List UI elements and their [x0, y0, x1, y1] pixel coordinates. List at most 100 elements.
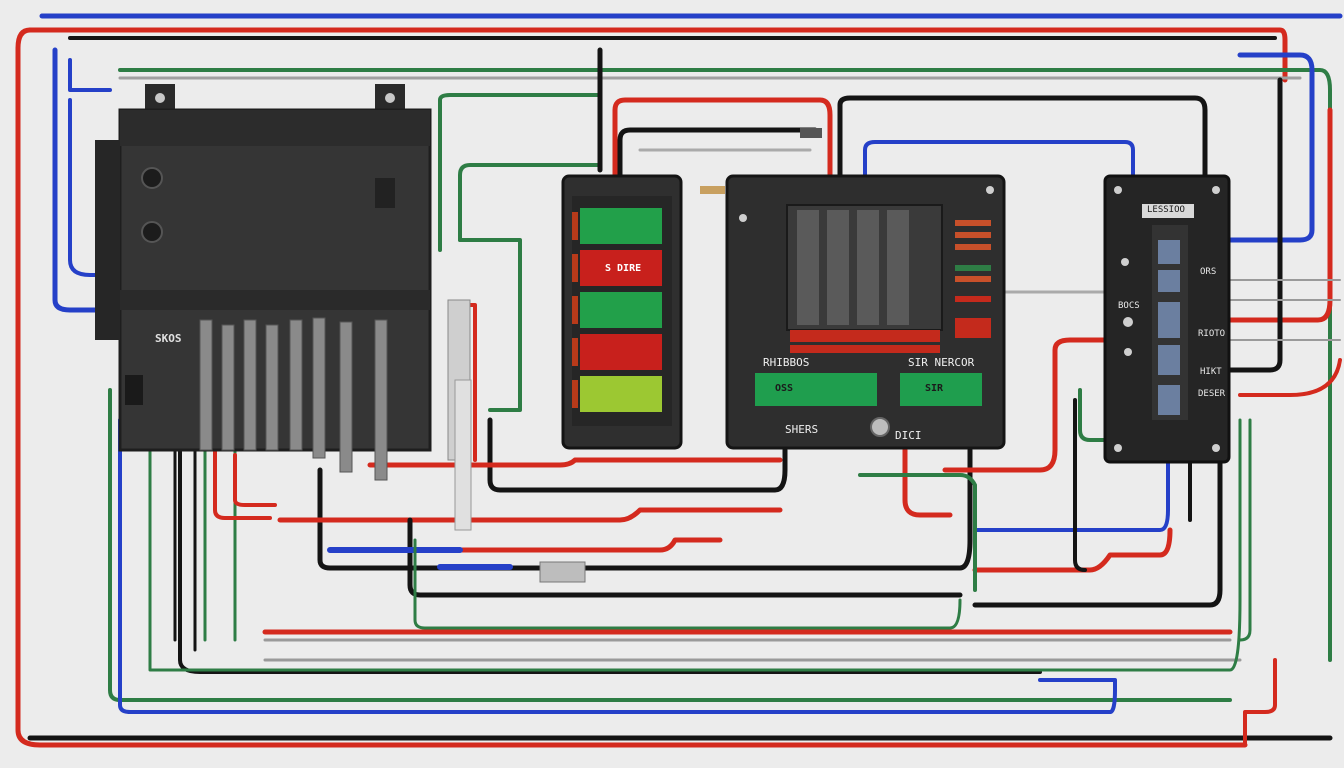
- wire-green-mid-2: [458, 163, 602, 242]
- meter-bar-green: [580, 292, 662, 328]
- meter-bar-marker: [572, 254, 578, 282]
- wire-blue-panel-right: [973, 458, 1170, 532]
- center-meter: [561, 174, 683, 450]
- main-control-panel: [725, 174, 1006, 450]
- main-panel-sub-left: SHERS: [785, 423, 819, 436]
- wire-blue-under: [327, 547, 513, 570]
- wire-red-under-2: [277, 507, 783, 523]
- meter-bar-red: [580, 334, 662, 370]
- right-module-screw-tr: [1212, 186, 1220, 194]
- left-module-bracket-hole-l: [155, 93, 165, 103]
- meter-bar-marker: [572, 338, 578, 366]
- right-module-side-label-2: ORS: [1200, 267, 1217, 277]
- connector-top-mid: [700, 186, 725, 194]
- fuse-block-left-2: [454, 379, 472, 531]
- wire-red-right-2: [1238, 358, 1342, 397]
- wire-red-top: [27, 27, 1288, 83]
- left-power-module: [95, 84, 432, 481]
- right-module-header: LESSIOO: [1147, 205, 1185, 215]
- wire-green-mid-1: [438, 93, 602, 252]
- meter-bar-marker: [572, 296, 578, 324]
- right-module-screw-bl: [1114, 444, 1122, 452]
- wire-red-under-1: [367, 457, 783, 468]
- meter-bar-group: [572, 208, 662, 412]
- wire-black-right-mod: [1073, 398, 1192, 572]
- wire-green-vertical-left: [203, 448, 237, 642]
- main-panel-button-right-label: SIR: [925, 383, 944, 394]
- wire-black-under-2: [317, 447, 973, 571]
- wire-green-ground: [413, 538, 962, 630]
- wire-blue-right: [1227, 52, 1315, 243]
- right-module-header-plate: [1142, 204, 1194, 218]
- left-module-knob-1: [141, 167, 163, 189]
- left-module-label: SKOS: [155, 332, 182, 345]
- connector-blocks: [447, 128, 822, 583]
- wire-gray-right: [1229, 279, 1341, 341]
- left-module-side: [95, 140, 120, 340]
- wire-black-panel-right: [972, 457, 1223, 608]
- right-module-screw-br: [1212, 444, 1220, 452]
- wire-green-mid-3: [458, 238, 522, 412]
- main-panel-label-right: SIR NERCOR: [908, 356, 975, 369]
- right-module-side-label-5: DESER: [1198, 389, 1226, 399]
- left-module-bracket-hole-r: [385, 93, 395, 103]
- right-module-led-3: [1124, 348, 1132, 356]
- connector-top-right: [800, 128, 822, 138]
- meter-bar-red: [580, 250, 662, 286]
- wire-red-under-3: [427, 537, 723, 553]
- main-panel-sub-right: DICI: [895, 429, 922, 442]
- right-module-side-label-3: RIOTO: [1198, 329, 1226, 339]
- left-module-lower-band: [120, 290, 430, 310]
- wire-green-top: [118, 68, 1332, 662]
- main-panel-knob[interactable]: [870, 417, 890, 437]
- right-module-screw-tl: [1114, 186, 1122, 194]
- wire-red-center-top: [612, 97, 833, 178]
- terminal-strip-bottom: [539, 561, 586, 583]
- wire-blue-left: [52, 47, 113, 313]
- wire-red-vertical-left: [213, 448, 272, 520]
- left-module-switch: [375, 178, 395, 208]
- wire-red-left: [15, 27, 43, 748]
- meter-bar-marker: [572, 212, 578, 240]
- meter-bar-marker: [572, 380, 578, 408]
- wire-black-right: [1227, 77, 1283, 373]
- main-panel-green-button-right[interactable]: [900, 373, 982, 406]
- meter-bar-yellow-green: [580, 376, 662, 412]
- meter-bar-green: [580, 208, 662, 244]
- left-module-knob-2: [141, 221, 163, 243]
- right-module-side-label-4: HIKT: [1200, 367, 1222, 377]
- wire-blue-left-2: [68, 58, 112, 277]
- left-module-port: [125, 375, 143, 405]
- wire-black-loop-top: [837, 95, 1208, 178]
- right-module-led-1: [1121, 258, 1129, 266]
- left-module-top-band: [120, 110, 430, 146]
- wire-green-panel-right: [858, 388, 1107, 592]
- left-module-terminals: [199, 317, 388, 481]
- wire-blue-panel-top: [863, 140, 1135, 177]
- meter-bar-label-red: S DIRE: [605, 263, 642, 274]
- main-panel-button-left-label: OSS: [775, 383, 794, 394]
- wire-red-panel-right: [902, 337, 1108, 518]
- wire-black-vertical-left: [173, 438, 197, 652]
- wire-green-bottom-2: [148, 418, 1242, 672]
- wire-blue-bottom: [118, 418, 1117, 714]
- main-panel-display-bars: [797, 210, 909, 325]
- wire-gray-mid: [638, 148, 1107, 294]
- wire-gray-bottom-2: [263, 638, 1242, 662]
- right-module-slots: [1158, 240, 1180, 415]
- wire-black-under-3: [407, 517, 963, 598]
- right-module-led-2: [1123, 317, 1133, 327]
- main-panel-label-left: RHIBBOS: [763, 356, 810, 369]
- wire-black-under-1: [487, 417, 788, 493]
- main-panel-red-strip: [790, 330, 940, 353]
- wire-red-right-bottom: [1243, 658, 1277, 747]
- main-panel-indicators: [955, 220, 991, 338]
- main-panel-screw-1: [739, 214, 747, 222]
- wire-black-center-top: [617, 127, 818, 178]
- right-module-side-label-1: BOCS: [1118, 301, 1140, 311]
- right-module: [1103, 174, 1231, 464]
- wire-green-right-bottom: [1238, 418, 1252, 642]
- main-panel-green-button-left[interactable]: [755, 373, 877, 406]
- wire-red-panel-right-2: [972, 527, 1173, 573]
